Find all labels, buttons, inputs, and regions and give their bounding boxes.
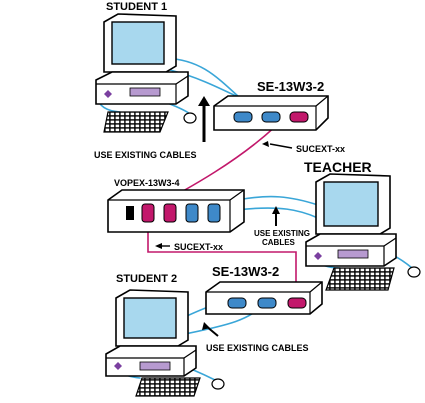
existing-cables-top: USE EXISTING CABLES — [94, 96, 210, 160]
teacher-mouse — [407, 266, 421, 278]
sucext-top-label: SUCEXT-xx — [296, 144, 345, 154]
teacher-screen — [323, 181, 379, 227]
cable-teacher-2 — [236, 207, 319, 219]
cable-teacher-1 — [236, 195, 319, 206]
sucext-mid-label: SUCEXT-xx — [174, 242, 223, 252]
existing-cables-teacher-label-2: CABLES — [262, 238, 296, 247]
student2-keyboard — [135, 377, 201, 397]
student1-keyboard — [103, 111, 169, 133]
sucext-mid: SUCEXT-xx — [155, 242, 223, 252]
student2-mouse — [211, 378, 225, 390]
switch-top-label: SE-13W3-2 — [257, 79, 324, 94]
vopex-port-3 — [185, 203, 199, 223]
vopex-power-port — [126, 206, 134, 220]
switch-top-port-3 — [289, 111, 309, 123]
teacher-label: TEACHER — [304, 159, 372, 175]
sucext-top: SUCEXT-xx — [262, 141, 345, 154]
student1-screen — [111, 21, 165, 65]
switch-bottom-port-1 — [227, 297, 247, 309]
switch-vopex: VOPEX-13W3-4 — [107, 178, 245, 233]
teacher-indicator — [337, 249, 369, 259]
student1-label: STUDENT 1 — [106, 1, 167, 13]
existing-cables-bottom-label: USE EXISTING CABLES — [206, 343, 309, 353]
student1-mouse — [183, 112, 197, 124]
cable-sucext-mid — [147, 217, 297, 301]
student2-indicator — [139, 361, 171, 371]
switch-top: SE-13W3-2 — [213, 79, 329, 131]
vopex-port-1 — [141, 203, 155, 223]
switch-bottom: SE-13W3-2 — [205, 264, 323, 315]
existing-cables-teacher-label-1: USE EXISTING — [254, 229, 310, 238]
switch-top-port-2 — [261, 111, 281, 123]
vopex-port-2 — [163, 203, 177, 223]
existing-cables-bottom: USE EXISTING CABLES — [202, 322, 309, 353]
vopex-label: VOPEX-13W3-4 — [114, 178, 180, 188]
teacher-station: TEACHER — [304, 159, 421, 291]
student2-computer — [105, 345, 197, 377]
teacher-keyboard — [325, 267, 395, 291]
switch-bottom-label: SE-13W3-2 — [212, 264, 279, 279]
student2-station: STUDENT 2 — [105, 273, 225, 397]
vopex-port-4 — [207, 203, 221, 223]
student1-station: STUDENT 1 — [95, 1, 197, 133]
switch-bottom-port-3 — [287, 297, 307, 309]
existing-cables-teacher: USE EXISTING CABLES — [254, 206, 310, 247]
student2-label: STUDENT 2 — [116, 273, 177, 285]
student2-screen — [123, 297, 177, 339]
switch-top-port-1 — [233, 111, 253, 123]
existing-cables-top-label: USE EXISTING CABLES — [94, 150, 197, 160]
switch-bottom-port-2 — [257, 297, 277, 309]
student1-indicator — [129, 87, 161, 97]
